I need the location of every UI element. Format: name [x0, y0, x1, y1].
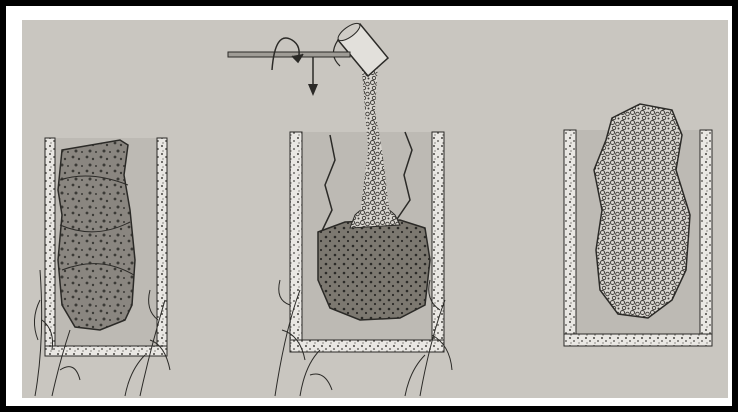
mass-gravel	[594, 104, 690, 318]
panel-3	[564, 104, 712, 346]
down-arrow	[308, 57, 318, 96]
pouring-container	[333, 20, 388, 76]
container-wall-left	[290, 132, 302, 352]
panel-2	[228, 20, 452, 396]
container-wall-left	[564, 130, 576, 346]
mass-layered	[58, 140, 135, 330]
container-base	[564, 334, 712, 346]
container-base	[290, 340, 444, 352]
mass-settled	[318, 220, 430, 320]
panel-1	[34, 138, 170, 396]
rotating-arrow	[228, 38, 350, 70]
container-wall-left	[45, 138, 55, 356]
container-wall-right	[700, 130, 712, 346]
